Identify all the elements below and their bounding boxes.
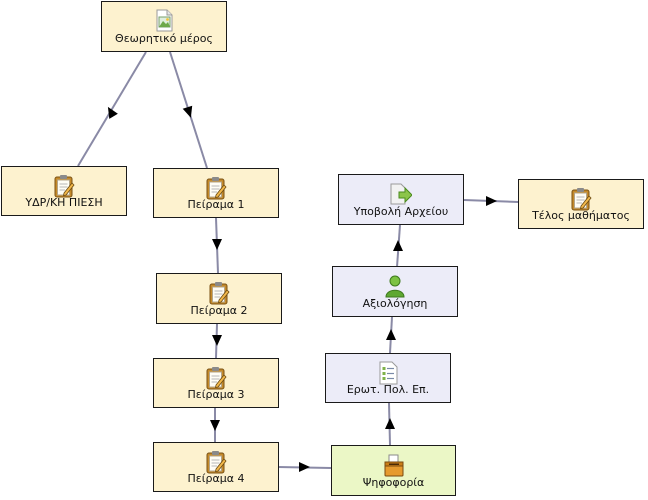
- node-label: Υποβολή Αρχείου: [353, 205, 449, 218]
- node-label: Τέλος μαθήματος: [532, 209, 630, 222]
- node-label: Ερωτ. Πολ. Επ.: [346, 383, 430, 396]
- arrowhead-to-submit: [393, 240, 403, 251]
- node-end-of-lesson[interactable]: Τέλος μαθήματος: [518, 179, 644, 229]
- node-assessment[interactable]: Αξιολόγηση: [332, 266, 458, 317]
- node-label: Πείραμα 3: [187, 388, 245, 401]
- arrowhead-to-assess: [386, 329, 396, 340]
- node-label: Πείραμα 1: [187, 198, 245, 211]
- notepad-icon: [206, 367, 227, 390]
- node-label: Αξιολόγηση: [362, 297, 428, 310]
- notepad-icon: [54, 175, 75, 198]
- ballot-box-icon: [384, 454, 403, 477]
- notepad-icon: [206, 177, 227, 200]
- checklist-icon: [379, 361, 398, 385]
- notepad-icon: [209, 282, 230, 305]
- arrowhead-to-end: [486, 196, 497, 206]
- notepad-icon: [206, 451, 227, 474]
- node-vote[interactable]: Ψηφοφορία: [331, 445, 456, 496]
- image-page-icon: [156, 9, 173, 32]
- notepad-icon: [571, 188, 592, 211]
- node-experiment-2[interactable]: Πείραμα 2: [156, 273, 282, 324]
- node-file-submission[interactable]: Υποβολή Αρχείου: [338, 174, 464, 225]
- node-label: Πείραμα 4: [187, 472, 245, 485]
- arrowhead-to-exp1: [182, 105, 193, 118]
- arrowhead-to-exp2: [212, 239, 222, 250]
- arrowhead-to-exp4: [210, 420, 220, 431]
- node-label: ΥΔΡ/ΚΗ ΠΙΕΣΗ: [25, 196, 103, 209]
- node-label: Θεωρητικό μέρος: [115, 32, 213, 45]
- connector-theory-pressure[interactable]: [77, 51, 147, 167]
- arrowhead-to-pressure: [107, 106, 118, 119]
- arrowhead-to-exp3: [212, 335, 222, 346]
- node-label: Ψηφοφορία: [362, 476, 425, 489]
- node-label: Πείραμα 2: [190, 304, 248, 317]
- arrowhead-to-mcq: [385, 418, 395, 429]
- file-submit-icon: [390, 183, 412, 205]
- node-theory[interactable]: Θεωρητικό μέρος: [101, 1, 227, 52]
- node-experiment-4[interactable]: Πείραμα 4: [153, 442, 279, 492]
- node-experiment-1[interactable]: Πείραμα 1: [153, 168, 279, 218]
- node-multiple-choice[interactable]: Ερωτ. Πολ. Επ.: [325, 353, 451, 403]
- user-icon: [385, 275, 405, 298]
- arrowhead-to-vote: [299, 462, 310, 472]
- node-hydrostatic-pressure[interactable]: ΥΔΡ/ΚΗ ΠΙΕΣΗ: [1, 166, 127, 216]
- node-experiment-3[interactable]: Πείραμα 3: [153, 358, 279, 408]
